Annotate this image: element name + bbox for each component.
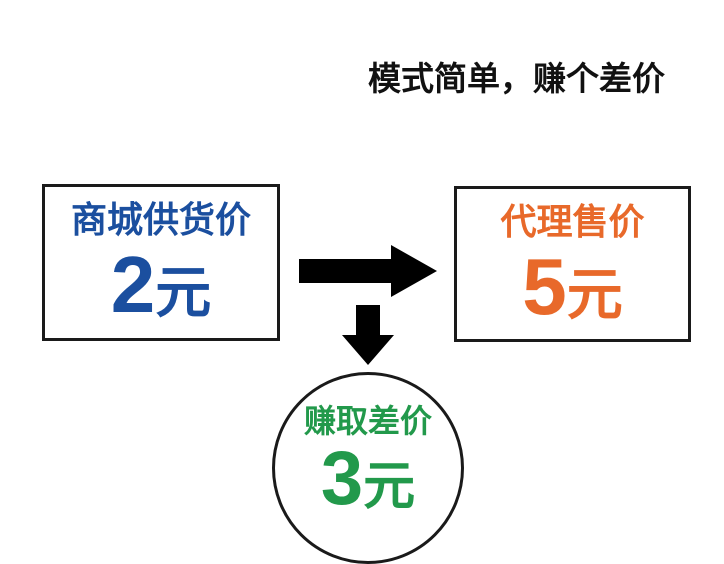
profit-value: 3元 xyxy=(275,441,461,517)
agent-price-amount: 5 xyxy=(522,242,567,331)
profit-label: 赚取差价 xyxy=(303,402,432,440)
right-arrow-icon xyxy=(299,245,437,297)
supply-price-value: 2元 xyxy=(45,245,277,325)
profit-unit: 元 xyxy=(363,457,416,517)
profit-circle: 赚取差价 3元 xyxy=(272,372,464,564)
agent-price-value: 5元 xyxy=(457,247,688,327)
supply-price-unit: 元 xyxy=(155,261,212,326)
agent-price-label: 代理售价 xyxy=(500,202,645,243)
supply-price-amount: 2 xyxy=(110,240,156,329)
headline: 模式简单，赚个差价 xyxy=(368,59,665,98)
supply-price-box: 商城供货价 2元 xyxy=(42,184,280,341)
profit-amount: 3 xyxy=(320,436,364,521)
down-arrow-icon xyxy=(342,305,394,365)
agent-price-unit: 元 xyxy=(566,263,623,328)
supply-price-label: 商城供货价 xyxy=(70,200,251,241)
agent-price-box: 代理售价 5元 xyxy=(454,186,691,342)
